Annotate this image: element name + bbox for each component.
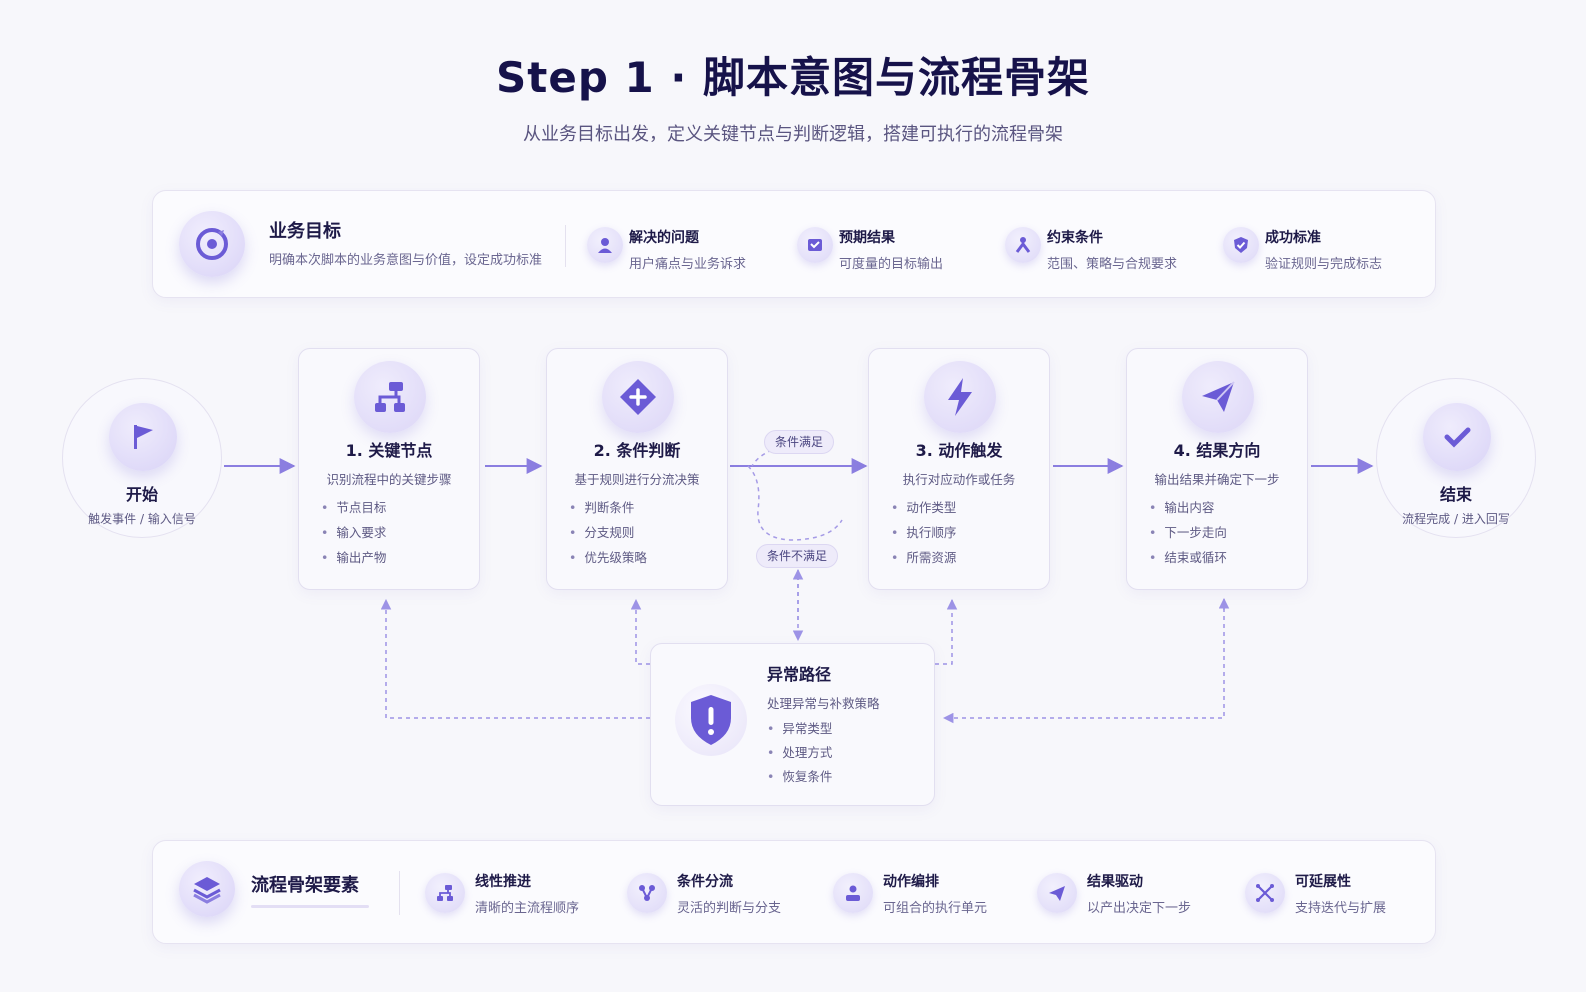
branch-not-met [747, 465, 843, 541]
badge-check-icon [1223, 227, 1259, 263]
diamond-plus-icon [602, 361, 674, 433]
list-item: 下一步走向 [1149, 524, 1227, 549]
shield-alert-icon [675, 684, 747, 756]
goal-item-title: 成功标准 [1265, 230, 1321, 246]
user-icon [587, 227, 623, 263]
expand-icon [1245, 873, 1285, 913]
step-list: 判断条件 分支规则 优先级策略 [569, 499, 647, 574]
check-icon [1423, 403, 1491, 471]
list-item: 分支规则 [569, 524, 647, 549]
person-constraint-icon [1005, 227, 1041, 263]
list-item: 所需资源 [891, 549, 956, 574]
step-list: 动作类型 执行顺序 所需资源 [891, 499, 956, 574]
start-title: 开始 [125, 485, 158, 504]
exception-list: 异常类型 处理方式 恢复条件 [767, 720, 832, 792]
person-action-icon [833, 873, 873, 913]
element-title: 可延展性 [1295, 874, 1351, 890]
step-card-1: 1. 关键节点 识别流程中的关键步骤 节点目标 输入要求 输出产物 [298, 348, 480, 590]
step-list: 输出内容 下一步走向 结束或循环 [1149, 499, 1227, 574]
condition-met-label: 条件满足 [764, 430, 835, 454]
elements-title: 流程骨架要素 [251, 875, 359, 896]
exception-desc: 处理异常与补救策略 [767, 696, 880, 711]
page-title: Step 1 · 脚本意图与流程骨架 [496, 53, 1090, 102]
end-title: 结束 [1439, 485, 1472, 504]
goal-item-title: 约束条件 [1047, 230, 1103, 246]
goal-item-desc: 范围、策略与合规要求 [1047, 257, 1178, 272]
arrow-step4-to-exception [942, 600, 1225, 724]
element-title: 动作编排 [883, 874, 939, 890]
element-title: 结果驱动 [1087, 874, 1143, 890]
step-list: 节点目标 输入要求 输出产物 [321, 499, 386, 574]
end-desc: 流程完成 / 进入回写 [1402, 512, 1510, 526]
list-item: 恢复条件 [767, 768, 832, 792]
goal-desc: 明确本次脚本的业务意图与价值，设定成功标准 [269, 253, 543, 268]
condition-not-met-label: 条件不满足 [756, 544, 839, 568]
list-item: 异常类型 [767, 720, 832, 744]
start-node: 开始 触发事件 / 输入信号 [62, 378, 222, 538]
goal-item-desc: 可度量的目标输出 [839, 257, 944, 272]
goal-item-desc: 用户痛点与业务诉求 [629, 257, 747, 272]
page-subtitle: 从业务目标出发，定义关键节点与判断逻辑，搭建可执行的流程骨架 [523, 124, 1063, 145]
target-icon [179, 211, 245, 277]
elements-panel: 流程骨架要素 线性推进 清晰的主流程顺序 条件分流 灵活的判断与分支 动作编排 … [152, 840, 1436, 944]
list-item: 判断条件 [569, 499, 647, 524]
list-item: 执行顺序 [891, 524, 956, 549]
paper-plane-icon [1182, 361, 1254, 433]
element-desc: 清晰的主流程顺序 [475, 901, 580, 916]
step-desc: 识别流程中的关键步骤 [326, 472, 452, 487]
lightning-icon [924, 361, 996, 433]
step-card-4: 4. 结果方向 输出结果并确定下一步 输出内容 下一步走向 结束或循环 [1126, 348, 1308, 590]
goal-item-title: 解决的问题 [629, 230, 699, 246]
element-desc: 以产出决定下一步 [1087, 901, 1192, 916]
hierarchy-icon [425, 873, 465, 913]
list-item: 动作类型 [891, 499, 956, 524]
list-item: 处理方式 [767, 744, 832, 768]
branch-icon [627, 873, 667, 913]
step-title: 4. 结果方向 [1173, 441, 1261, 460]
divider [399, 871, 400, 915]
step-title: 3. 动作触发 [915, 441, 1003, 460]
send-icon [1037, 873, 1077, 913]
step-desc: 输出结果并确定下一步 [1154, 472, 1280, 487]
goal-item-title: 预期结果 [839, 230, 895, 246]
start-desc: 触发事件 / 输入信号 [88, 512, 196, 526]
arrow-exception-to-step2 [630, 598, 650, 665]
mail-check-icon [797, 227, 833, 263]
step-title: 2. 条件判断 [593, 441, 681, 460]
step-card-3: 3. 动作触发 执行对应动作或任务 动作类型 执行顺序 所需资源 [868, 348, 1050, 590]
arrow-exception-to-step1 [380, 598, 650, 719]
exception-title: 异常路径 [767, 665, 832, 684]
list-item: 输出产物 [321, 549, 386, 574]
step-title: 1. 关键节点 [345, 441, 433, 460]
end-node: 结束 流程完成 / 进入回写 [1376, 378, 1536, 538]
step-card-2: 2. 条件判断 基于规则进行分流决策 判断条件 分支规则 优先级策略 [546, 348, 728, 590]
goal-panel: 业务目标 明确本次脚本的业务意图与价值，设定成功标准 解决的问题 用户痛点与业务… [152, 190, 1436, 298]
list-item: 优先级策略 [569, 549, 647, 574]
list-item: 结束或循环 [1149, 549, 1227, 574]
element-desc: 可组合的执行单元 [883, 901, 988, 916]
list-item: 输入要求 [321, 524, 386, 549]
goal-item-desc: 验证规则与完成标志 [1265, 257, 1383, 272]
goal-title: 业务目标 [269, 221, 341, 242]
arrow-exception-to-step3 [935, 598, 958, 665]
divider [565, 225, 566, 267]
step-desc: 基于规则进行分流决策 [574, 472, 700, 487]
list-item: 输出内容 [1149, 499, 1227, 524]
step-desc: 执行对应动作或任务 [902, 472, 1016, 487]
title-underline [251, 905, 369, 908]
list-item: 节点目标 [321, 499, 386, 524]
hierarchy-icon [354, 361, 426, 433]
element-desc: 灵活的判断与分支 [677, 901, 782, 916]
element-desc: 支持迭代与扩展 [1295, 901, 1387, 916]
exception-card: 异常路径 处理异常与补救策略 异常类型 处理方式 恢复条件 [650, 643, 935, 806]
layers-icon [179, 861, 235, 917]
flag-icon [109, 403, 177, 471]
element-title: 条件分流 [677, 874, 733, 890]
element-title: 线性推进 [475, 874, 531, 890]
